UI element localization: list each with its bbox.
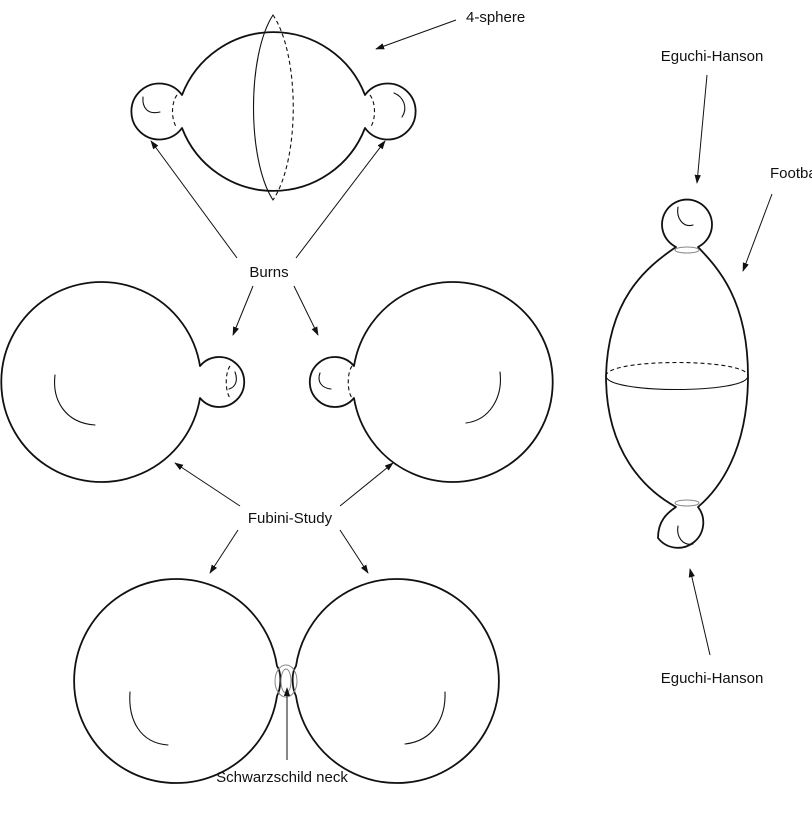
fubini-burns-right-figure: [310, 282, 553, 482]
fubini-burns-left-curve: [55, 375, 95, 425]
four-sphere-equator-back: [273, 15, 293, 200]
fubini-burns-right-neck-ring: [348, 366, 352, 398]
fubini-burns-left-figure: [1, 282, 244, 482]
label-schwarzschild-neck: Schwarzschild neck: [216, 769, 348, 786]
arrow-fubini-to-lower-left: [210, 530, 238, 573]
football-bottom-neck-ring: [675, 500, 699, 506]
double-sphere-left-curve: [130, 692, 168, 745]
schwarzschild-neck-ring-inner: [281, 669, 291, 693]
right-bubble-curve: [394, 93, 405, 117]
double-sphere-right-outline: [293, 579, 499, 783]
football-top-bubble-curve: [678, 207, 693, 226]
fubini-burns-right-outline: [310, 282, 553, 482]
schwarzschild-neck-ring: [275, 665, 297, 697]
football-figure: [606, 200, 748, 548]
football-bottom-bubble-curve: [678, 526, 693, 544]
fubini-burns-left-bubble-curve: [229, 372, 236, 389]
label-four-sphere: 4-sphere: [466, 9, 525, 26]
arrow-eguchi-hanson-top: [697, 75, 707, 183]
fubini-burns-right-bubble-curve: [319, 373, 331, 389]
label-burns: Burns: [249, 264, 288, 281]
arrow-eguchi-hanson-bottom: [690, 569, 710, 655]
four-sphere-equator-front: [254, 15, 274, 200]
fubini-burns-right-curve: [466, 372, 500, 423]
label-fubini-study: Fubini-Study: [248, 510, 333, 527]
four-sphere-outline: [131, 32, 415, 191]
fubini-burns-left-outline: [1, 282, 244, 482]
arrow-burns-to-right-bubble: [296, 141, 385, 258]
left-bubble-curve: [143, 97, 160, 113]
label-eguchi-hanson-top: Eguchi-Hanson: [661, 48, 764, 65]
arrow-burns-to-left-bubble: [151, 141, 237, 258]
label-eguchi-hanson-bottom: Eguchi-Hanson: [661, 670, 764, 687]
arrow-fubini-to-lower-right: [340, 530, 368, 573]
double-sphere-left-outline: [74, 579, 280, 783]
arrow-four-sphere: [376, 20, 456, 49]
fubini-burns-left-neck-ring: [226, 366, 230, 398]
right-neck-ring: [370, 95, 375, 128]
arrow-football: [743, 194, 772, 271]
football-top-neck-ring: [675, 247, 699, 253]
football-equator-back: [606, 363, 748, 377]
football-equator-front: [606, 376, 748, 390]
label-football: Football: [770, 165, 812, 182]
arrow-burns-to-left-fubini: [233, 286, 253, 335]
arrow-fubini-to-upper-right: [340, 463, 393, 506]
left-neck-ring: [173, 95, 178, 128]
double-sphere-right-curve: [405, 692, 445, 744]
arrow-burns-to-right-fubini: [294, 286, 318, 335]
arrow-fubini-to-upper-left: [175, 463, 240, 506]
